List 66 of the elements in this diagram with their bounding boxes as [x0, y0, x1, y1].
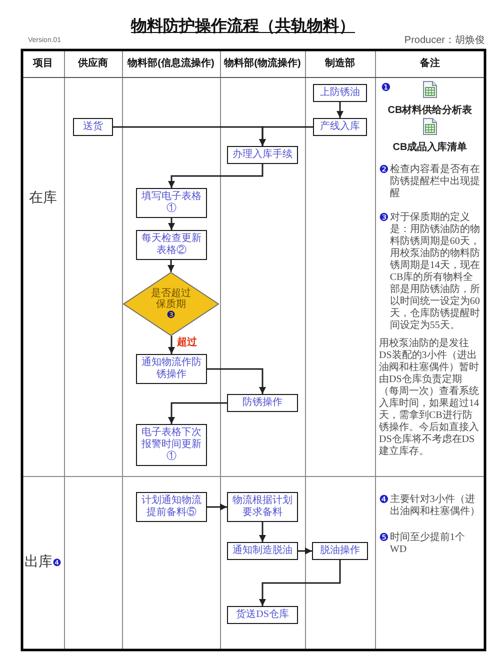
flow-arrow: [168, 218, 175, 230]
flow-arrow: [207, 504, 227, 510]
step-label: 计划通知物流提前备料⑤: [140, 495, 202, 519]
flow-arrow: [259, 522, 266, 542]
flow-arrow: [168, 164, 264, 188]
process-box: [313, 118, 367, 136]
flow-arrow: [259, 560, 341, 606]
note-text: 对于保质期的定义是：用防锈油防的物料防锈周期是60天，用校泵油防的物料防锈周期是14天，现在CB库的所有物料全部是用防锈油防，所以时间统一设定为60天，仓库防锈提醒时间设定为55天。: [390, 212, 481, 332]
process-box: [136, 230, 207, 260]
step-label: 每天检查更新表格②: [140, 233, 202, 257]
step-label: 办理入库手续: [232, 149, 292, 161]
note-text: 用校泵油防的是发往DS装配的3小件（进出油阀和柱塞偶件）暂时由DS仓库负责定期（每周一次）查看系统入库时间，如果超过14天，需拿到CB进行防锈操作。今后如直接入DS仓库将不考虑在DS建立库存。: [379, 338, 480, 458]
flow-arrow: [168, 260, 174, 272]
decision-label: 是否超过保质期: [150, 288, 192, 310]
note-text: 检查内容看是否有在防锈提醒栏中出现提醒: [390, 164, 481, 200]
process-box: [227, 394, 298, 412]
flow-arrow: [207, 368, 266, 394]
number-marker: ❷: [379, 164, 389, 176]
row-header: 在库: [29, 190, 57, 207]
number-marker: ❶: [381, 82, 391, 94]
process-box: [136, 354, 207, 384]
process-box: [227, 146, 298, 164]
flow-arrow: [259, 126, 313, 146]
flow-arrow: [168, 402, 227, 424]
author-text: Producer：胡焕俊: [404, 35, 485, 47]
step-label: 上防锈油: [320, 87, 360, 99]
column-header: 项目: [33, 58, 53, 70]
number-marker: ❹: [52, 558, 62, 570]
process-box: [313, 84, 367, 102]
file-caption: CB成品入库清单: [392, 142, 468, 154]
column-header: 备注: [420, 58, 440, 70]
step-label: 物流根据计划要求备料: [232, 495, 294, 519]
step-label: 通知物流作防锈操作: [140, 357, 202, 381]
process-box: [136, 492, 207, 522]
column-header: 物料部(物流操作): [224, 58, 301, 70]
process-box: [227, 492, 298, 522]
process-box: [136, 188, 207, 218]
number-marker: ❺: [379, 532, 389, 544]
column-header: 供应商: [78, 58, 108, 70]
number-marker: ❹: [379, 494, 389, 506]
process-box: [227, 542, 298, 560]
step-label: 货送DS仓库: [236, 609, 289, 621]
step-label: 通知制造脱油: [232, 545, 292, 557]
step-label: 防锈操作: [242, 397, 282, 409]
process-box: [312, 542, 368, 560]
file-caption: CB材料供给分析表: [388, 105, 472, 117]
flow-arrow: [336, 102, 344, 118]
decision-diamond: [123, 272, 219, 336]
note-text: 时间至少提前1个WD: [390, 532, 466, 556]
flow-arrow: [298, 548, 312, 554]
column-header: 制造部: [325, 58, 355, 70]
edge-label: 超过: [176, 337, 198, 349]
process-box: [73, 118, 113, 136]
step-label: 电子表格下次报警时间更新①: [140, 427, 202, 463]
number-marker: ❸: [379, 212, 389, 224]
column-header: 物料部(信息流操作): [128, 58, 214, 70]
step-label: 产线入库: [320, 121, 360, 133]
step-label: 填写电子表格①: [140, 191, 202, 215]
note-text: 主要针对3小件（进出油阀和柱塞偶件）: [390, 494, 481, 518]
step-label: 送货: [83, 121, 103, 133]
number-marker: ❸: [166, 310, 176, 320]
diagram-title: 物料防护操作流程（共轨物料）: [131, 17, 355, 37]
step-label: 脱油操作: [320, 545, 360, 557]
process-box: [227, 606, 298, 624]
row-header: 出库: [24, 554, 53, 571]
flow-arrow: [168, 336, 175, 354]
